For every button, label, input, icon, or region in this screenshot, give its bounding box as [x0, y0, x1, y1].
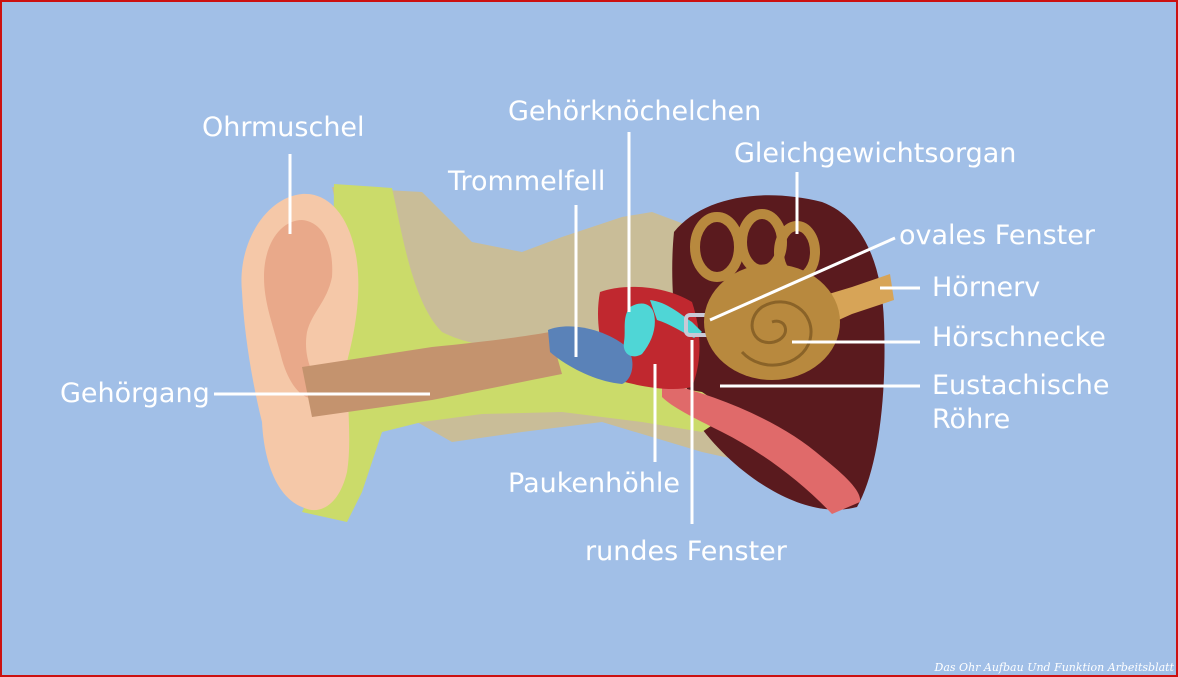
label-trommelfell: Trommelfell: [448, 166, 606, 197]
leader-lines: [214, 132, 920, 524]
eustachian-tube: [662, 382, 861, 514]
label-ohrmuschel: Ohrmuschel: [202, 112, 365, 143]
eardrum: [548, 326, 633, 384]
label-eustachische-line2: Röhre: [932, 404, 1011, 435]
pinna-inner-fold: [264, 220, 333, 400]
label-ovales-fenster: ovales Fenster: [899, 220, 1095, 251]
label-gehoergang: Gehörgang: [60, 378, 210, 409]
ossicles: [623, 300, 702, 357]
label-gehoerknoechelchen: Gehörknöchelchen: [508, 96, 762, 127]
label-eustachische-line1: Eustachische: [932, 370, 1110, 401]
label-hoernerv: Hörnerv: [932, 272, 1041, 303]
cochlea-spiral: [740, 300, 813, 367]
label-eustachische-roehre: Eustachische Röhre: [932, 369, 1109, 437]
label-rundes-fenster: rundes Fenster: [585, 536, 787, 567]
label-gleichgewichtsorgan: Gleichgewichtsorgan: [734, 138, 1017, 169]
watermark: Das Ohr Aufbau Und Funktion Arbeitsblatt: [934, 661, 1174, 674]
label-hoerschnecke: Hörschnecke: [932, 322, 1106, 353]
label-paukenhoehle: Paukenhöhle: [508, 468, 680, 499]
ear-canal: [302, 332, 562, 417]
